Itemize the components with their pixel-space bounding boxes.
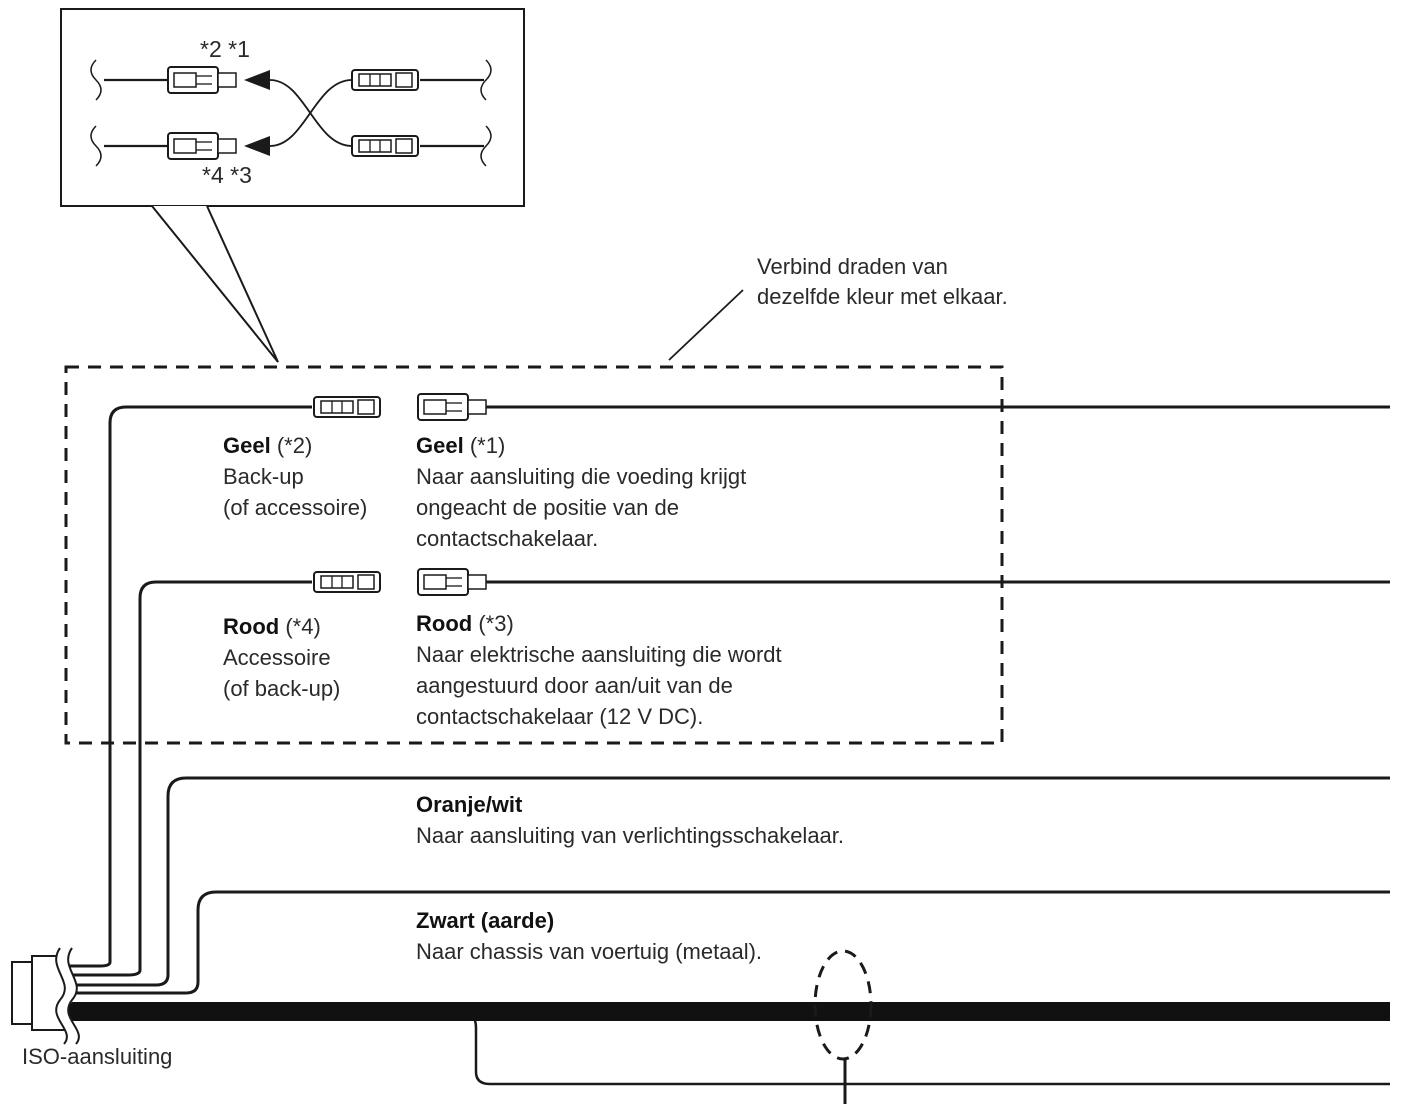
callout-ref-bottom: *4 *3 [202, 162, 252, 188]
wire-color-name: Rood [416, 611, 473, 636]
geel-right-title: Geel (*1) [416, 430, 746, 461]
iso-connector [11, 955, 67, 1031]
rood-right-line-3: contactschakelaar (12 V DC). [416, 704, 704, 729]
same-color-group-box [64, 365, 1004, 745]
note-line-2: dezelfde kleur met elkaar. [757, 284, 1008, 309]
callout-connector-female-bottom [351, 135, 419, 157]
note-line-1: Verbind draden van [757, 254, 948, 279]
wire-ref: (*2) [276, 433, 313, 458]
zwart-line-1: Naar chassis van voertuig (metaal). [416, 939, 763, 964]
rood-right-line-1: Naar elektrische aansluiting die wordt [416, 642, 782, 667]
wire-ref: (*3) [478, 611, 514, 636]
zwart-label: Zwart (aarde) Naar chassis van voertuig … [416, 905, 762, 967]
geel-left-line-2: (of accessoire) [223, 495, 368, 520]
main-cable [62, 1002, 1390, 1021]
note-leader-line [668, 289, 744, 361]
rood-right-line-2: aangestuurd door aan/uit van de [416, 673, 733, 698]
wire-color-name: Zwart (aarde) [416, 908, 555, 933]
ground-point-marker [813, 949, 873, 1061]
rood-left-line-2: (of back-up) [223, 676, 341, 701]
rood-left-connector [313, 571, 381, 593]
callout-bubble [60, 8, 525, 363]
geel-right-line-1: Naar aansluiting die voeding krijgt [416, 464, 747, 489]
geel-right-label: Geel (*1) Naar aansluiting die voeding k… [416, 430, 746, 554]
wire-color-name: Oranje/wit [416, 792, 523, 817]
callout-ref-top: *2 *1 [200, 36, 250, 62]
geel-right-connector [417, 393, 487, 421]
wire-ref: (*1) [469, 433, 506, 458]
wire-ref: (*4) [285, 614, 321, 639]
oranje-line-1: Naar aansluiting van verlichtingsschakel… [416, 823, 845, 848]
rood-left-title: Rood (*4) [223, 611, 340, 642]
callout-connector-female-top [351, 69, 419, 91]
zwart-title: Zwart (aarde) [416, 905, 762, 936]
wire-color-name: Geel [223, 433, 271, 458]
note-text: Verbind draden van dezelfde kleur met el… [757, 252, 1008, 312]
geel-left-title: Geel (*2) [223, 430, 367, 461]
rood-right-label: Rood (*3) Naar elektrische aansluiting d… [416, 608, 782, 732]
rood-right-connector [417, 568, 487, 596]
rood-right-title: Rood (*3) [416, 608, 782, 639]
oranje-title: Oranje/wit [416, 789, 844, 820]
callout-arrows [244, 70, 270, 156]
rood-left-line-1: Accessoire [223, 645, 331, 670]
wire-color-name: Rood [223, 614, 280, 639]
cable-break [55, 944, 80, 1048]
oranje-label: Oranje/wit Naar aansluiting van verlicht… [416, 789, 844, 851]
iso-connector-label: ISO-aansluiting [22, 1044, 173, 1069]
geel-left-line-1: Back-up [223, 464, 304, 489]
rood-left-label: Rood (*4) Accessoire (of back-up) [223, 611, 340, 704]
callout-wires [90, 59, 492, 167]
geel-left-label: Geel (*2) Back-up (of accessoire) [223, 430, 367, 523]
wire-color-name: Geel [416, 433, 464, 458]
geel-left-connector [313, 396, 381, 418]
geel-right-line-3: contactschakelaar. [416, 526, 599, 551]
geel-right-line-2: ongeacht de positie van de [416, 495, 679, 520]
